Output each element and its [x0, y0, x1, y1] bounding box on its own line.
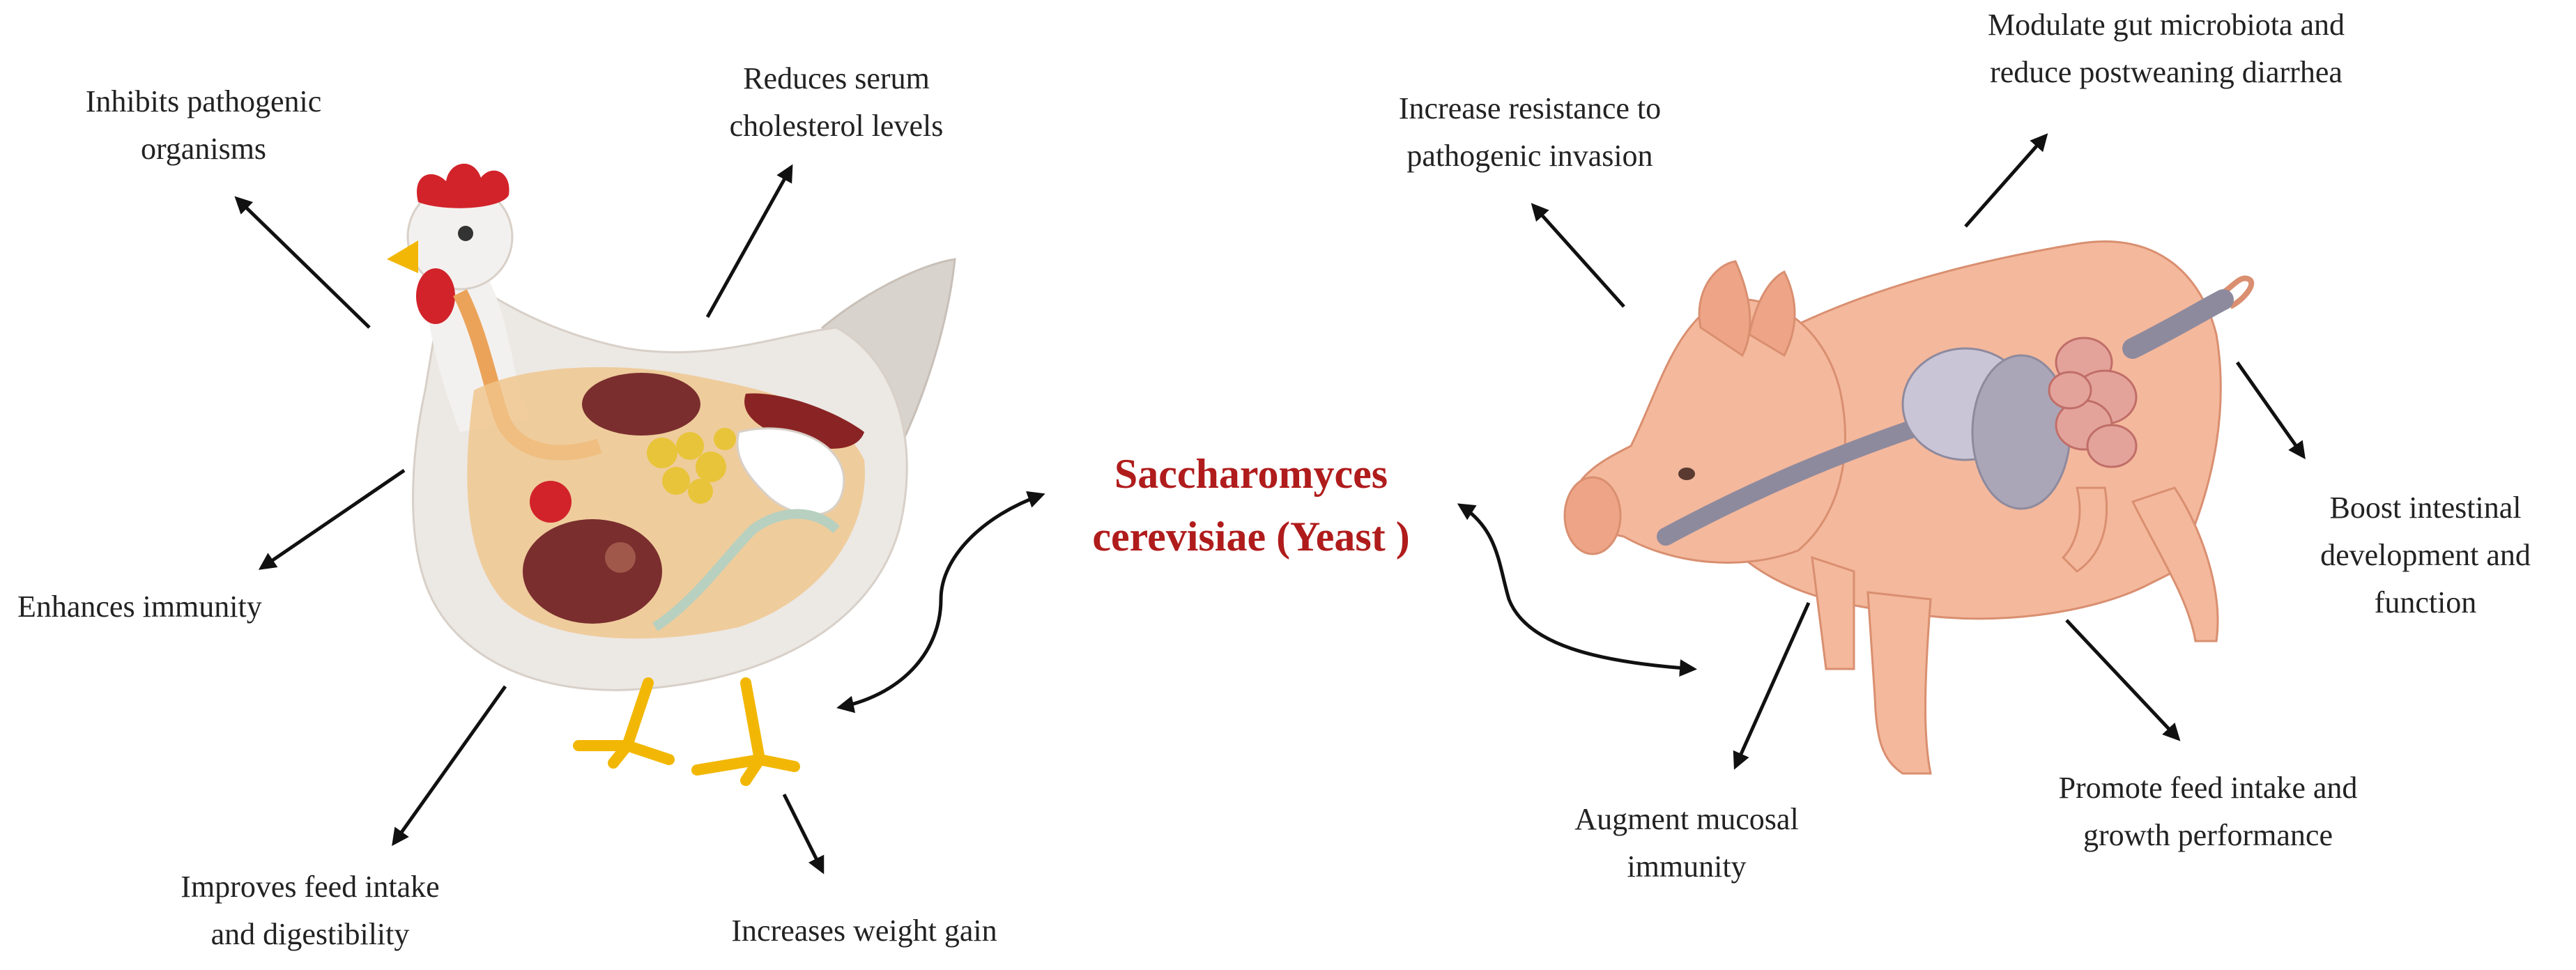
label-line: development and [2320, 538, 2531, 572]
chicken-wattle [416, 268, 455, 324]
label-line: immunity [1627, 849, 1746, 884]
label-chicken-weight: Increases weight gain [731, 914, 997, 948]
pig-leg-back [2131, 486, 2219, 642]
pig-eye [1678, 468, 1695, 480]
arrow-pig-resistance [1531, 203, 1625, 308]
label-line: and digestibility [211, 917, 410, 951]
pig-leg-back-2 [2061, 486, 2108, 573]
arrow-chicken-feed [392, 685, 507, 847]
label-line: Boost intestinal [2330, 491, 2522, 525]
pig-leg-front-right [1811, 555, 1855, 670]
pig-illustration [1563, 240, 2255, 775]
chicken-leg-left [573, 677, 675, 769]
pig-leg-front-left [1866, 591, 1932, 775]
pig-snout [1563, 476, 1622, 555]
label-line: Modulate gut microbiota and [1988, 8, 2345, 42]
label-line: pathogenic invasion [1406, 139, 1653, 173]
label-line: cholesterol levels [730, 109, 944, 143]
label-pig-feed: Promote feed intake and growth performanc… [2059, 771, 2358, 852]
chicken-gizzard-dot [605, 542, 636, 573]
label-pig-intestinal: Boost intestinal development and function [2320, 491, 2531, 619]
label-pig-resistance: Increase resistance to pathogenic invasio… [1399, 91, 1661, 173]
center-label-line1: Saccharomyces [1114, 451, 1388, 497]
label-pig-microbiota: Modulate gut microbiota and reduce postwe… [1988, 8, 2345, 89]
chicken-heart [530, 481, 572, 523]
pig-esophagus [1657, 416, 1933, 546]
label-line: function [2375, 585, 2477, 619]
label-line: Augment mucosal [1574, 802, 1798, 836]
center-label: Saccharomyces cerevisiae (Yeast ) [1092, 451, 1409, 560]
label-line: Enhances immunity [17, 590, 262, 624]
arrow-chicken-weight [782, 793, 825, 875]
label-line: Increase resistance to [1399, 91, 1661, 125]
arrow-pig-feed [2065, 619, 2181, 741]
label-line: Improves feed intake [181, 870, 439, 904]
arrows [234, 133, 2306, 875]
arrow-chicken-inhibits [234, 196, 371, 329]
label-line: organisms [141, 132, 266, 166]
chicken-intestine [736, 427, 845, 516]
label-chicken-immunity: Enhances immunity [17, 590, 262, 624]
chicken-liver [523, 519, 662, 624]
arrow-chicken-immunity [258, 468, 406, 570]
label-pig-mucosal: Augment mucosal immunity [1574, 802, 1798, 884]
chicken-leg-right [691, 677, 800, 786]
center-label-line2: cerevisiae (Yeast ) [1092, 514, 1409, 560]
label-chicken-cholesterol: Reduces serum cholesterol levels [730, 61, 944, 143]
pig-small-intestine [2048, 337, 2138, 468]
arrow-pig-mucosal [1733, 601, 1811, 770]
chicken-labels: Inhibits pathogenic organisms Reduces ser… [17, 61, 997, 951]
chicken-oviduct [652, 509, 840, 631]
label-chicken-feed: Improves feed intake and digestibility [181, 870, 439, 951]
label-line: growth performance [2083, 818, 2333, 852]
label-line: Increases weight gain [731, 914, 997, 948]
chicken-eye [458, 226, 473, 241]
arrow-center-to-chicken [836, 491, 1045, 714]
label-line: reduce postweaning diarrhea [1990, 55, 2343, 89]
arrow-center-to-pig [1457, 503, 1697, 677]
label-line: Inhibits pathogenic [86, 84, 322, 118]
pig-colon [2122, 289, 2234, 359]
chicken-illustration [387, 163, 956, 786]
chicken-kidney [744, 393, 864, 449]
chicken-ovary [647, 428, 736, 504]
arrow-pig-intestinal [2235, 361, 2306, 460]
chicken-beak [387, 240, 418, 273]
arrow-chicken-cholesterol [705, 164, 793, 318]
label-line: Reduces serum [743, 61, 930, 95]
pig-labels: Increase resistance to pathogenic invasio… [1399, 8, 2531, 884]
label-chicken-inhibits: Inhibits pathogenic organisms [86, 84, 322, 166]
arrow-pig-microbiota [1964, 133, 2048, 228]
pig-ear-back [1748, 270, 1796, 357]
chicken-comb [417, 163, 509, 208]
label-line: Promote feed intake and [2059, 771, 2358, 805]
chicken-lung [582, 373, 700, 436]
